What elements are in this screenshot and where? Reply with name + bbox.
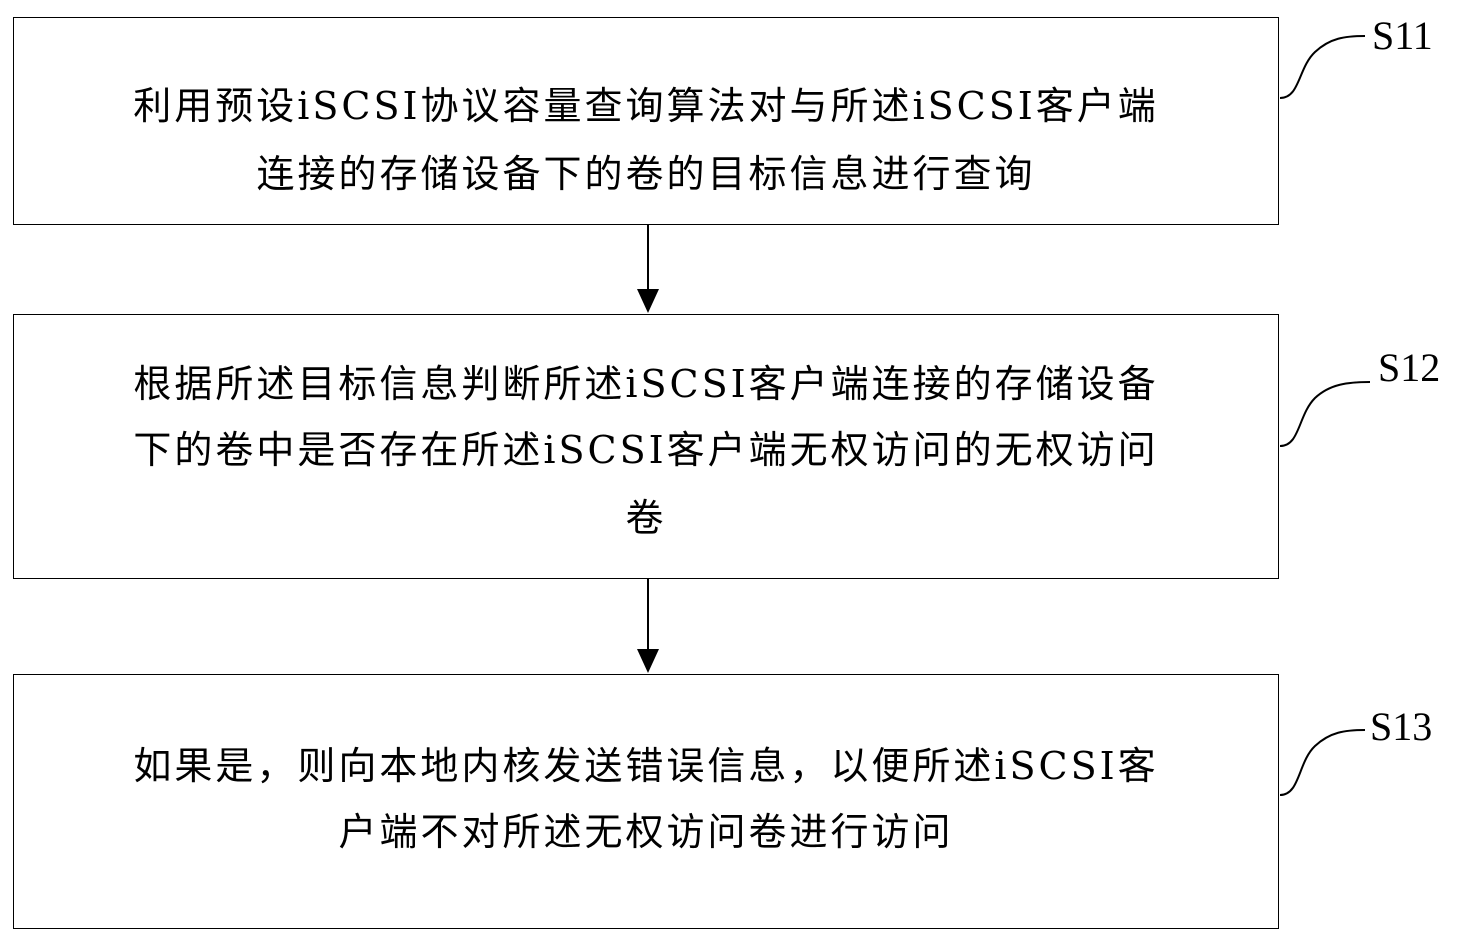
- leader-line-s11: [1279, 35, 1366, 99]
- step-label-s12: S12: [1378, 345, 1441, 390]
- step-text-s13-line1: 如果是，则向本地内核发送错误信息，以便所述iSCSI客: [133, 744, 1159, 788]
- step-text-s11-line2: 连接的存储设备下的卷的目标信息进行查询: [256, 152, 1036, 196]
- step-box-s12: 根据所述目标信息判断所述iSCSI客户端连接的存储设备 下的卷中是否存在所述iS…: [13, 314, 1279, 579]
- step-text-s12-line2: 下的卷中是否存在所述iSCSI客户端无权访问的无权访问: [133, 428, 1159, 472]
- arrowhead-s11-to-s12: [637, 289, 659, 313]
- step-text-s13-line2: 户端不对所述无权访问卷进行访问: [338, 810, 954, 854]
- leader-line-s12: [1279, 381, 1371, 447]
- leader-line-s13: [1279, 729, 1366, 796]
- step-text-s12-line3: 卷: [625, 496, 667, 540]
- arrowhead-s12-to-s13: [637, 649, 659, 673]
- step-text-s11-line1: 利用预设iSCSI协议容量查询算法对与所述iSCSI客户端: [133, 84, 1159, 128]
- step-box-s13: 如果是，则向本地内核发送错误信息，以便所述iSCSI客 户端不对所述无权访问卷进…: [13, 674, 1279, 929]
- step-label-s11: S11: [1372, 13, 1433, 58]
- step-label-s13: S13: [1370, 704, 1433, 749]
- step-box-s11: 利用预设iSCSI协议容量查询算法对与所述iSCSI客户端 连接的存储设备下的卷…: [13, 17, 1279, 225]
- step-text-s12-line1: 根据所述目标信息判断所述iSCSI客户端连接的存储设备: [133, 362, 1159, 406]
